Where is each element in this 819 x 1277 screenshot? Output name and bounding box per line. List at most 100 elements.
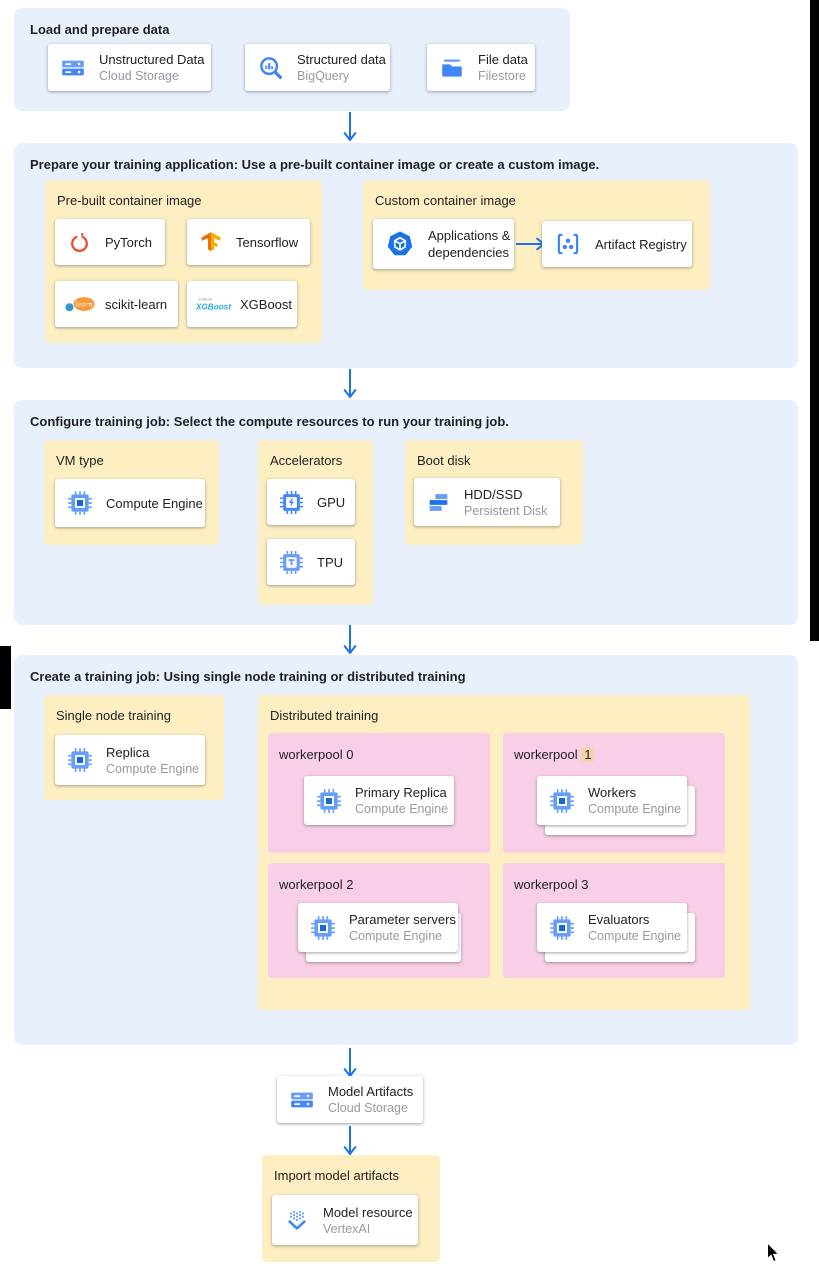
flow-arrow-down-icon — [342, 112, 358, 142]
card-structured-data: Structured data BigQuery — [245, 44, 390, 91]
artifact-registry-icon — [554, 230, 582, 258]
card-title: File data — [478, 52, 528, 67]
card-subtitle: Cloud Storage — [99, 69, 179, 83]
flow-arrow-down-icon — [342, 1048, 358, 1078]
configure-job-panel: Configure training job: Select the compu… — [14, 400, 798, 625]
card-title: TPU — [317, 554, 343, 570]
panel-title: Create a training job: Using single node… — [30, 669, 466, 684]
box-label: Distributed training — [270, 708, 379, 723]
card-compute-engine: Compute Engine — [55, 479, 205, 527]
flow-arrow-down-icon — [342, 625, 358, 655]
workerpool-label: workerpool 3 — [514, 877, 588, 892]
card-title: XGBoost — [240, 296, 293, 312]
prebuilt-container-box: Pre-built container image PyTorch Tensor… — [45, 180, 322, 343]
card-subtitle: Persistent Disk — [464, 503, 548, 518]
card-title: Structured data — [297, 52, 386, 67]
card-title: Workers — [588, 785, 637, 800]
workerpool-name: workerpool — [514, 747, 578, 762]
workerpool-1-box: workerpool 1 Workers Compute Engine — [503, 733, 725, 853]
card-workers: Workers Compute Engine — [537, 776, 687, 825]
card-file-data: File data Filestore — [427, 44, 535, 91]
card-xgboost: XGBoost — [187, 281, 297, 327]
distributed-training-box: Distributed training workerpool 0 Primar… — [258, 695, 750, 1010]
custom-container-box: Custom container image Applications & de… — [363, 180, 710, 290]
card-title-line1: Applications & — [428, 228, 511, 243]
compute-engine-icon — [310, 915, 336, 941]
card-replica: Replica Compute Engine — [55, 735, 205, 785]
workerpool-number: 3 — [581, 877, 589, 892]
card-subtitle: Cloud Storage — [328, 1101, 408, 1115]
card-parameter-servers: Parameter servers Compute Engine — [298, 903, 458, 952]
workerpool-3-box: workerpool 3 Evaluators Compute Engine — [503, 863, 725, 978]
card-scikit-learn: scikit-learn — [55, 281, 178, 327]
card-subtitle: Compute Engine — [355, 802, 449, 816]
card-pytorch: PyTorch — [55, 219, 165, 265]
tensorflow-icon — [199, 230, 223, 254]
card-tensorflow: Tensorflow — [187, 219, 310, 265]
card-model-artifacts: Model Artifacts Cloud Storage — [277, 1076, 423, 1123]
box-label: Accelerators — [270, 453, 343, 468]
card-unstructured-data: Unstructured Data Cloud Storage — [48, 44, 211, 91]
box-label: Boot disk — [417, 453, 471, 468]
card-title: Replica — [106, 744, 150, 760]
xgboost-icon — [195, 295, 233, 313]
pytorch-icon — [67, 230, 92, 255]
workerpool-number-highlighted: 1 — [581, 747, 595, 762]
screenshot-artifact-right — [810, 0, 819, 641]
box-label: VM type — [56, 453, 104, 468]
compute-engine-icon — [67, 747, 93, 773]
workerpool-number: 2 — [346, 877, 354, 892]
card-primary-replica: Primary Replica Compute Engine — [304, 776, 454, 825]
card-title: Compute Engine — [106, 495, 203, 511]
prepare-application-panel: Prepare your training application: Use a… — [14, 143, 798, 368]
card-subtitle: Compute Engine — [106, 761, 200, 776]
box-label: Import model artifacts — [274, 1168, 399, 1183]
create-job-panel: Create a training job: Using single node… — [14, 655, 798, 1045]
accelerators-box: Accelerators GPU TPU — [258, 440, 373, 605]
card-artifact-registry: Artifact Registry — [542, 221, 692, 267]
card-persistent-disk: HDD/SSD Persistent Disk — [414, 478, 560, 526]
panel-title: Load and prepare data — [30, 22, 170, 37]
screenshot-artifact-left — [0, 646, 11, 709]
card-subtitle: Compute Engine — [588, 929, 682, 943]
card-model-resource: Model resource VertexAI — [272, 1195, 418, 1245]
box-label: Single node training — [56, 708, 171, 723]
card-title: Model resource — [323, 1204, 413, 1220]
workerpool-name: workerpool — [279, 747, 343, 762]
scikit-learn-icon — [63, 294, 97, 314]
workerpool-label: workerpool 0 — [279, 747, 353, 762]
mouse-cursor — [767, 1242, 780, 1263]
cloud-storage-icon — [289, 1087, 315, 1113]
vm-type-box: VM type Compute Engine — [44, 440, 219, 545]
card-title: Artifact Registry — [595, 236, 687, 252]
compute-engine-icon — [67, 490, 93, 516]
card-subtitle: Filestore — [478, 69, 526, 83]
tpu-icon — [279, 550, 304, 575]
card-subtitle: VertexAI — [323, 1221, 371, 1236]
card-title: Evaluators — [588, 912, 650, 927]
workerpool-number: 0 — [346, 747, 354, 762]
panel-title: Prepare your training application: Use a… — [30, 157, 600, 172]
compute-engine-icon — [316, 788, 342, 814]
card-subtitle: Compute Engine — [588, 802, 682, 816]
bigquery-icon — [257, 54, 284, 81]
card-title: HDD/SSD — [464, 486, 523, 502]
card-title: Primary Replica — [355, 785, 447, 800]
workerpool-name: workerpool — [514, 877, 578, 892]
card-title-line2: dependencies — [428, 245, 509, 260]
card-tpu: TPU — [267, 539, 355, 585]
card-evaluators: Evaluators Compute Engine — [537, 903, 687, 952]
card-applications-dependencies: Applications & dependencies — [373, 219, 514, 269]
workerpool-label: workerpool 1 — [514, 747, 595, 762]
card-subtitle: BigQuery — [297, 69, 350, 83]
vertex-ai-icon — [284, 1207, 310, 1233]
workerpool-0-box: workerpool 0 Primary Replica Compute Eng… — [268, 733, 490, 853]
compute-engine-icon — [549, 788, 575, 814]
box-label: Pre-built container image — [57, 193, 202, 208]
flow-arrow-down-icon — [342, 369, 358, 399]
panel-title: Configure training job: Select the compu… — [30, 414, 509, 429]
card-title: scikit-learn — [105, 296, 168, 312]
card-title: Parameter servers — [349, 912, 456, 927]
compute-engine-icon — [549, 915, 575, 941]
